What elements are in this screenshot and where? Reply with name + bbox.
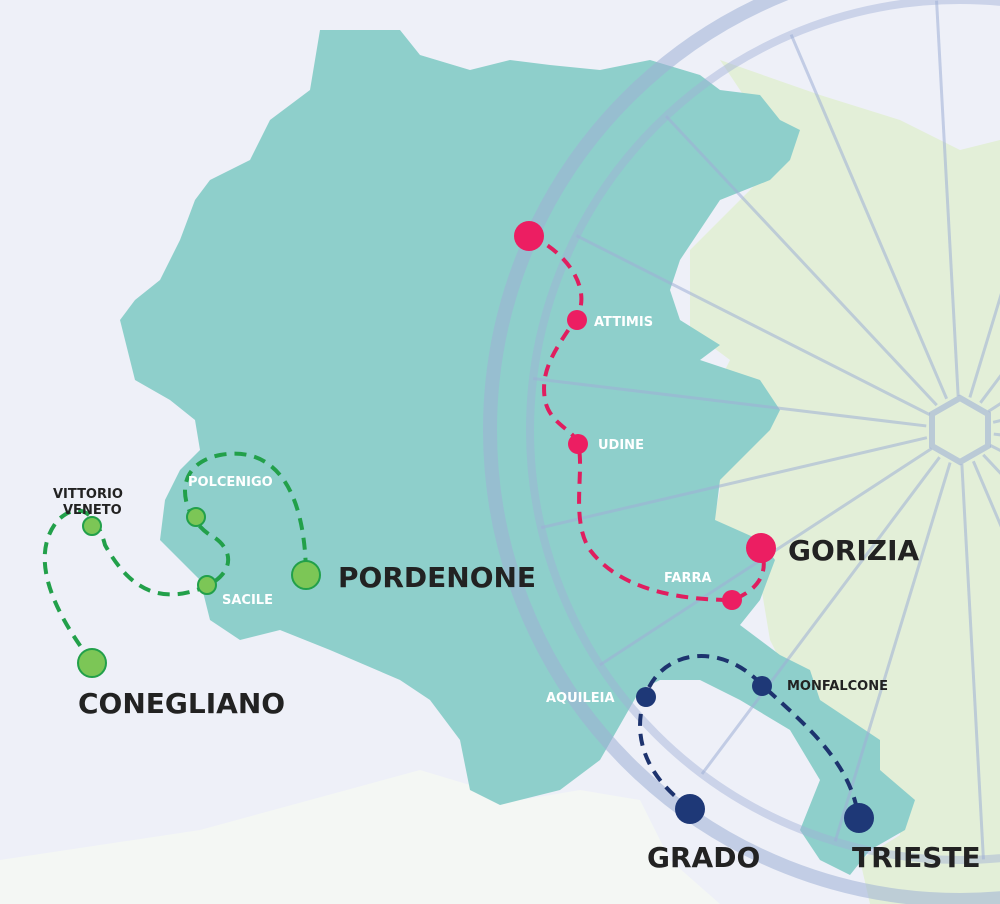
wheel-rim-inner <box>526 0 1000 864</box>
wheel-spoke <box>700 456 941 775</box>
label-farra: FARRA <box>664 571 712 586</box>
stop-monfalcone[interactable] <box>752 676 772 696</box>
bicycle-wheel-icon <box>483 0 1000 904</box>
label-polcenigo: POLCENIGO <box>188 475 273 490</box>
stop-gorizia[interactable] <box>746 533 776 563</box>
stop-udine[interactable] <box>568 434 588 454</box>
wheel-spoke <box>960 463 985 860</box>
wheel-spoke <box>935 0 960 397</box>
wheel-spoke <box>789 33 949 400</box>
stop-sacile[interactable] <box>197 575 217 595</box>
stop-vittorio-veneto[interactable] <box>82 516 102 536</box>
label-sacile: SACILE <box>222 593 273 608</box>
wheel-spoke <box>833 462 952 842</box>
slovenia-area <box>690 60 1000 904</box>
wheel-spokes <box>532 0 1000 860</box>
wheel-spoke <box>575 234 931 416</box>
label-gorizia: GORIZIA <box>788 534 919 567</box>
label-aquileia: AQUILEIA <box>546 691 615 706</box>
wheel-spoke <box>971 460 1000 528</box>
wheel-hub <box>929 394 991 466</box>
label-vittorio: VITTORIO <box>53 487 123 502</box>
stop-farra[interactable] <box>722 590 742 610</box>
label-monfalcone: MONFALCONE <box>787 679 888 694</box>
stop-conegliano[interactable] <box>77 648 107 678</box>
wheel-spoke <box>664 115 938 407</box>
label-conegliano: CONEGLIANO <box>78 687 285 720</box>
label-trieste: TRIESTE <box>852 841 981 874</box>
wheel-spoke <box>532 377 927 428</box>
wheel-spoke <box>540 436 928 530</box>
label-attimis: ATTIMIS <box>594 315 653 330</box>
label-udine: UDINE <box>598 438 644 453</box>
stop-aquileia[interactable] <box>636 687 656 707</box>
stop-grado[interactable] <box>675 794 705 824</box>
label-grado: GRADO <box>647 841 760 874</box>
navy-route-line <box>638 654 860 816</box>
wheel-tire-outer <box>483 0 1000 904</box>
coastal-land <box>0 770 720 904</box>
wheel-spoke <box>968 292 1000 398</box>
label-veneto: VENETO <box>63 503 122 518</box>
stop-pordenone[interactable] <box>291 560 321 590</box>
friuli-region <box>120 30 915 875</box>
stop-polcenigo[interactable] <box>186 507 206 527</box>
stop-trieste[interactable] <box>844 803 874 833</box>
stop-attimis[interactable] <box>567 310 587 330</box>
label-pordenone: PORDENONE <box>338 561 536 594</box>
stop-start-pink[interactable] <box>514 221 544 251</box>
